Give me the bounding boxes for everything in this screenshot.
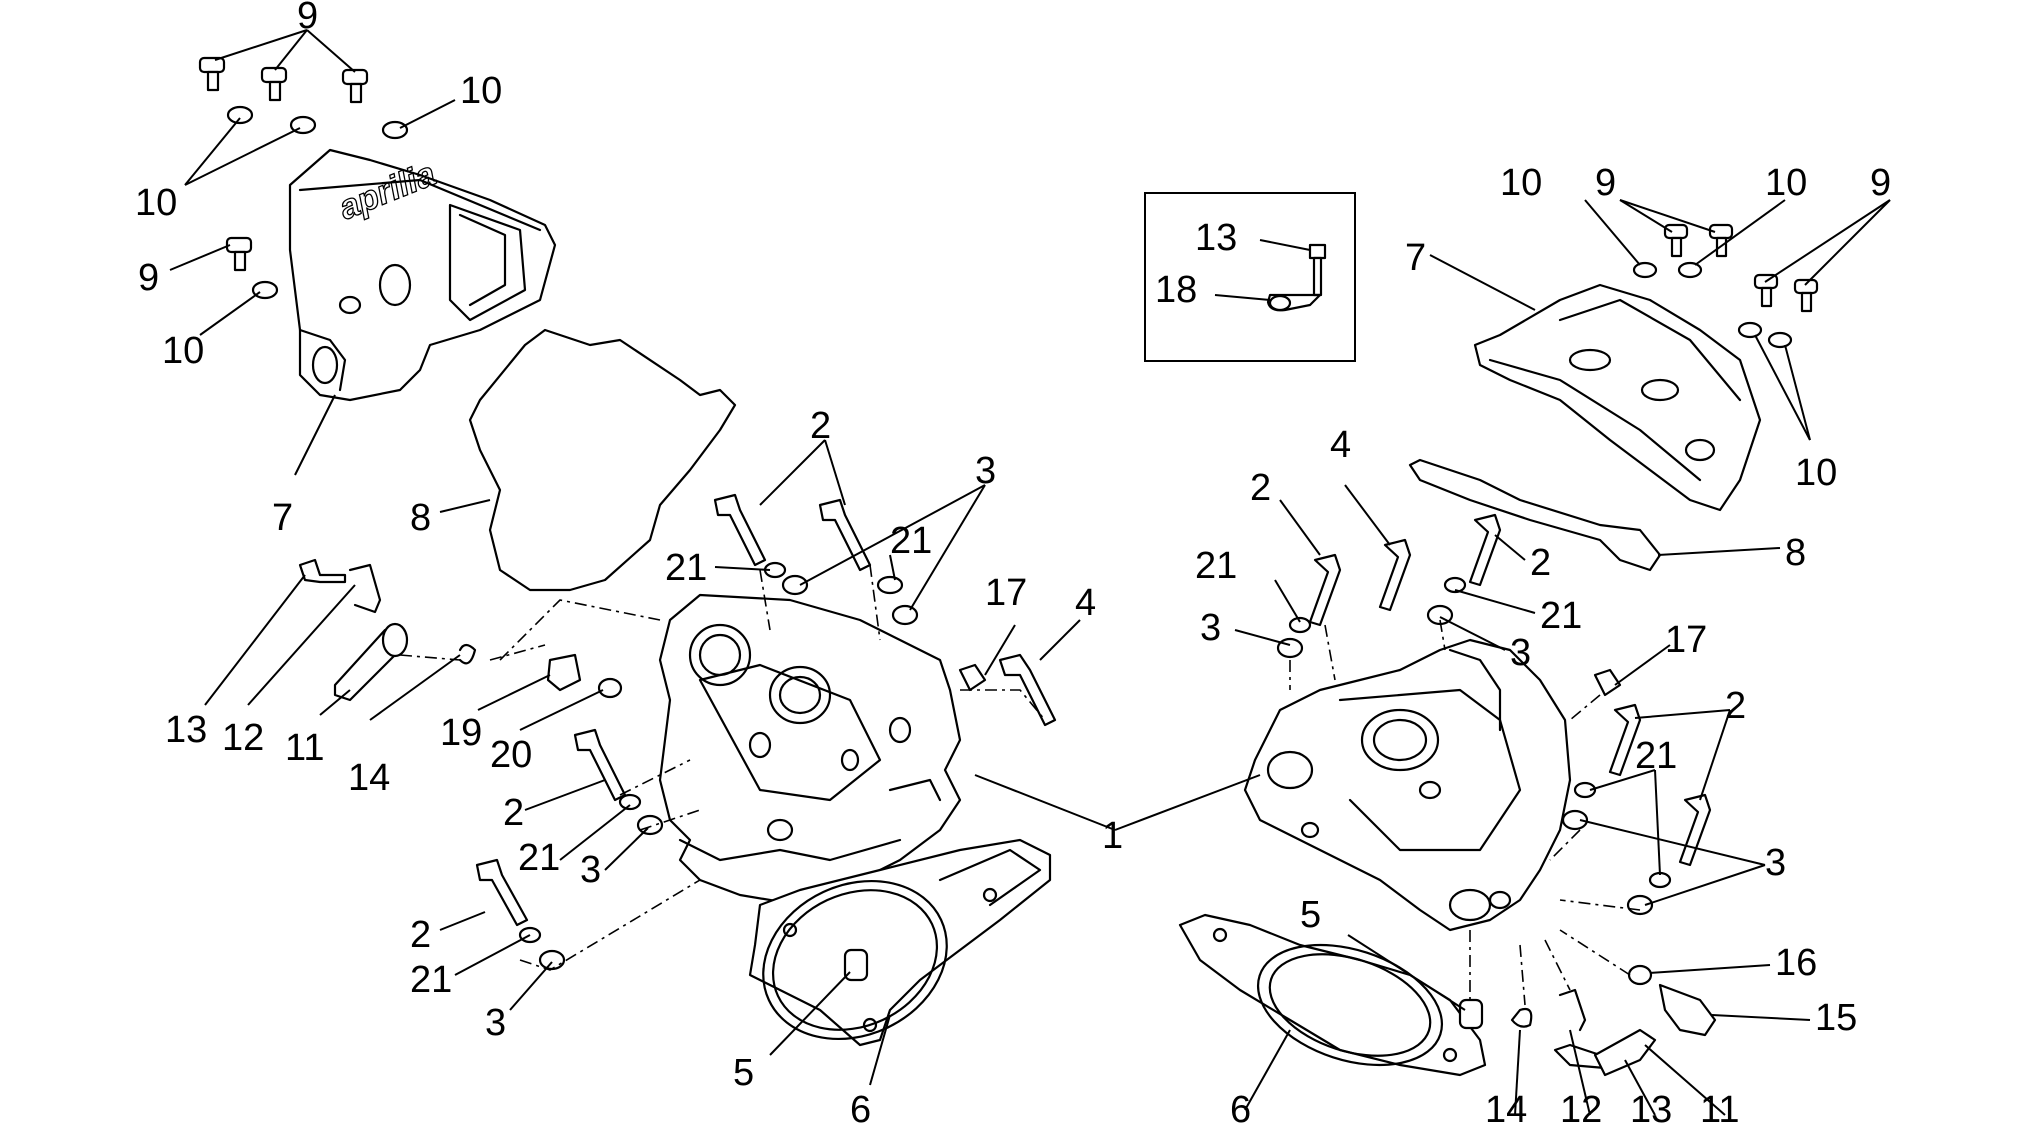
callout-8: 8 bbox=[410, 497, 431, 539]
left-side-parts bbox=[298, 558, 623, 702]
callout-21: 21 bbox=[1195, 545, 1237, 587]
callout-14: 14 bbox=[348, 757, 390, 799]
right-dowel-5 bbox=[1458, 998, 1484, 1030]
left-lower-fasteners bbox=[475, 728, 664, 971]
callout-6: 6 bbox=[850, 1089, 871, 1129]
callout-12: 12 bbox=[1560, 1089, 1602, 1129]
callout-21: 21 bbox=[665, 547, 707, 589]
callout-18: 18 bbox=[1155, 269, 1197, 311]
callout-20: 20 bbox=[490, 734, 532, 776]
callout-12: 12 bbox=[222, 717, 264, 759]
bolt-9d bbox=[225, 236, 253, 272]
bolt-9e bbox=[1663, 223, 1689, 258]
bolt-9a bbox=[198, 56, 226, 92]
washer-10d bbox=[251, 280, 279, 300]
left-cover-bolts bbox=[198, 56, 409, 300]
left-dowel-5 bbox=[843, 948, 869, 982]
callout-10: 10 bbox=[1765, 162, 1807, 204]
callout-4: 4 bbox=[1330, 424, 1351, 466]
callout-10: 10 bbox=[460, 70, 502, 112]
callout-9: 9 bbox=[1595, 162, 1616, 204]
washer-10e bbox=[1632, 261, 1658, 279]
right-cover-bolts bbox=[1632, 223, 1819, 349]
callout-13: 13 bbox=[1630, 1089, 1672, 1129]
right-cover-gasket bbox=[1408, 458, 1662, 572]
leader-lines bbox=[169, 29, 1891, 1116]
callout-17: 17 bbox=[1665, 619, 1707, 661]
callout-5: 5 bbox=[733, 1052, 754, 1094]
callout-13: 13 bbox=[1195, 217, 1237, 259]
callout-21: 21 bbox=[410, 959, 452, 1001]
assembly-axis-lines bbox=[399, 564, 1641, 1006]
callout-10: 10 bbox=[162, 330, 204, 372]
callout-9: 9 bbox=[1870, 162, 1891, 204]
washer-10f bbox=[1677, 261, 1703, 279]
callout-3: 3 bbox=[580, 849, 601, 891]
bolt-9h bbox=[1793, 278, 1819, 313]
callout-21: 21 bbox=[518, 837, 560, 879]
left-cover-gasket bbox=[468, 328, 737, 592]
washer-10a bbox=[226, 105, 254, 125]
callout-14: 14 bbox=[1485, 1089, 1527, 1129]
callout-3: 3 bbox=[1510, 632, 1531, 674]
callout-4: 4 bbox=[1075, 582, 1096, 624]
callout-9: 9 bbox=[138, 257, 159, 299]
left-valve-cover: aprilia bbox=[288, 148, 557, 402]
callout-2: 2 bbox=[503, 792, 524, 834]
callout-3: 3 bbox=[485, 1002, 506, 1044]
right-head-gasket bbox=[1178, 913, 1487, 1077]
callout-21: 21 bbox=[1540, 595, 1582, 637]
callout-2: 2 bbox=[810, 405, 831, 447]
callout-5: 5 bbox=[1300, 894, 1321, 936]
callout-21: 21 bbox=[890, 520, 932, 562]
callout-11: 11 bbox=[285, 727, 324, 769]
right-cylinder-head bbox=[1243, 638, 1572, 932]
bolt-9c bbox=[341, 68, 369, 104]
callout-labels: 9 10 10 9 10 7 8 2 3 21 21 17 4 13 12 11… bbox=[135, 0, 1891, 1129]
callout-21: 21 bbox=[1635, 735, 1677, 777]
callout-19: 19 bbox=[440, 712, 482, 754]
callout-9: 9 bbox=[297, 0, 318, 37]
callout-16: 16 bbox=[1775, 942, 1817, 984]
callout-3: 3 bbox=[1765, 842, 1786, 884]
left-cylinder-head bbox=[658, 593, 962, 907]
callout-13: 13 bbox=[165, 709, 207, 751]
callout-10: 10 bbox=[135, 182, 177, 224]
callout-2: 2 bbox=[1725, 685, 1746, 727]
left-head-gasket bbox=[748, 838, 1052, 1047]
callout-7: 7 bbox=[272, 497, 293, 539]
washer-10h bbox=[1767, 331, 1793, 349]
callout-11: 11 bbox=[1700, 1089, 1739, 1129]
callout-2: 2 bbox=[1530, 542, 1551, 584]
bolt-9b bbox=[260, 66, 288, 102]
right-valve-cover bbox=[1473, 283, 1762, 512]
callout-7: 7 bbox=[1405, 237, 1426, 279]
callout-8: 8 bbox=[1785, 532, 1806, 574]
callout-2: 2 bbox=[1250, 467, 1271, 509]
callout-2: 2 bbox=[410, 914, 431, 956]
callout-17: 17 bbox=[985, 572, 1027, 614]
bolt-9g bbox=[1753, 273, 1779, 308]
callout-15: 15 bbox=[1815, 997, 1857, 1039]
callout-1: 1 bbox=[1102, 815, 1123, 857]
callout-6: 6 bbox=[1230, 1089, 1251, 1129]
washer-10g bbox=[1737, 321, 1763, 339]
callout-10: 10 bbox=[1500, 162, 1542, 204]
left-upper-fasteners bbox=[713, 493, 1057, 727]
callout-3: 3 bbox=[1200, 607, 1221, 649]
inset-box bbox=[1144, 192, 1356, 362]
washer-10c bbox=[381, 120, 409, 140]
right-fasteners bbox=[1276, 513, 1717, 1077]
callout-10: 10 bbox=[1795, 452, 1837, 494]
callout-3: 3 bbox=[975, 450, 996, 492]
